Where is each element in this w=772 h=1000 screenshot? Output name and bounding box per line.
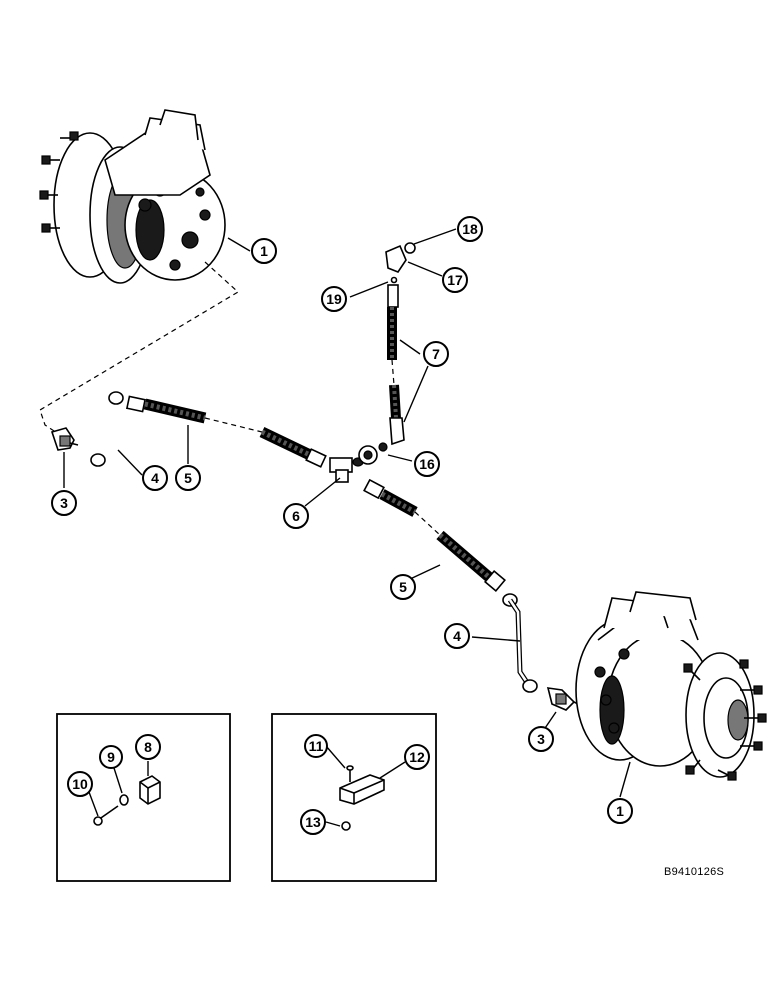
svg-text:19: 19	[326, 291, 342, 307]
svg-text:17: 17	[447, 272, 463, 288]
callout-19: 19	[321, 286, 347, 312]
fitting-3-left	[50, 427, 79, 451]
o-ring-19	[390, 276, 398, 284]
hose-5-left	[125, 395, 327, 468]
svg-text:12: 12	[409, 749, 425, 765]
inset-box-left	[56, 713, 231, 882]
tube-4-right	[502, 593, 538, 693]
callout-4-right: 4	[444, 623, 470, 649]
svg-text:3: 3	[60, 495, 68, 511]
svg-text:3: 3	[537, 731, 545, 747]
callout-16: 16	[414, 451, 440, 477]
callout-3-right: 3	[528, 726, 554, 752]
hose-7-vertical	[387, 284, 405, 446]
callout-7: 7	[423, 341, 449, 367]
callout-1-lower: 1	[607, 798, 633, 824]
svg-text:8: 8	[144, 739, 152, 755]
callout-12: 12	[404, 744, 430, 770]
fitting-3-right	[546, 687, 583, 711]
callout-13: 13	[300, 809, 326, 835]
bracket-12	[339, 774, 385, 805]
callout-1-upper: 1	[251, 238, 277, 264]
dashed-connection-upper	[39, 261, 240, 436]
callout-10: 10	[67, 771, 93, 797]
block-8	[139, 775, 161, 805]
callout-17: 17	[442, 267, 468, 293]
svg-text:18: 18	[462, 221, 478, 237]
figure-reference-code: B9410126S	[664, 866, 725, 878]
svg-text:6: 6	[292, 508, 300, 524]
callout-5-left: 5	[175, 465, 201, 491]
tube-4-left	[90, 391, 124, 467]
svg-text:4: 4	[453, 628, 461, 644]
elbow-fitting-17	[385, 242, 416, 273]
tee-fitting-6	[329, 457, 364, 483]
callout-3-left: 3	[51, 490, 77, 516]
washer-9	[119, 794, 129, 806]
leader-lines	[63, 228, 631, 827]
hose-5-right	[363, 478, 506, 592]
svg-text:5: 5	[184, 470, 192, 486]
wheel-motor-upper-left	[39, 109, 226, 284]
wheel-motor-lower-right	[575, 591, 767, 781]
callout-4-left: 4	[142, 465, 168, 491]
svg-text:1: 1	[616, 803, 624, 819]
svg-text:4: 4	[151, 470, 159, 486]
bolt-11	[346, 765, 354, 782]
inset-box-right	[271, 713, 437, 882]
callout-6: 6	[283, 503, 309, 529]
svg-text:10: 10	[72, 776, 88, 792]
svg-text:13: 13	[305, 814, 321, 830]
callout-5-right: 5	[390, 574, 416, 600]
svg-text:16: 16	[419, 456, 435, 472]
svg-text:11: 11	[309, 738, 324, 754]
svg-text:1: 1	[260, 243, 268, 259]
adapter-16	[358, 442, 388, 465]
bolt-10	[93, 805, 119, 826]
callout-9: 9	[99, 745, 123, 769]
svg-text:7: 7	[432, 346, 440, 362]
svg-text:5: 5	[399, 579, 407, 595]
callout-8: 8	[135, 734, 161, 760]
callout-18: 18	[457, 216, 483, 242]
callout-11: 11	[304, 734, 328, 758]
nut-13	[341, 821, 351, 831]
svg-text:9: 9	[107, 749, 115, 765]
